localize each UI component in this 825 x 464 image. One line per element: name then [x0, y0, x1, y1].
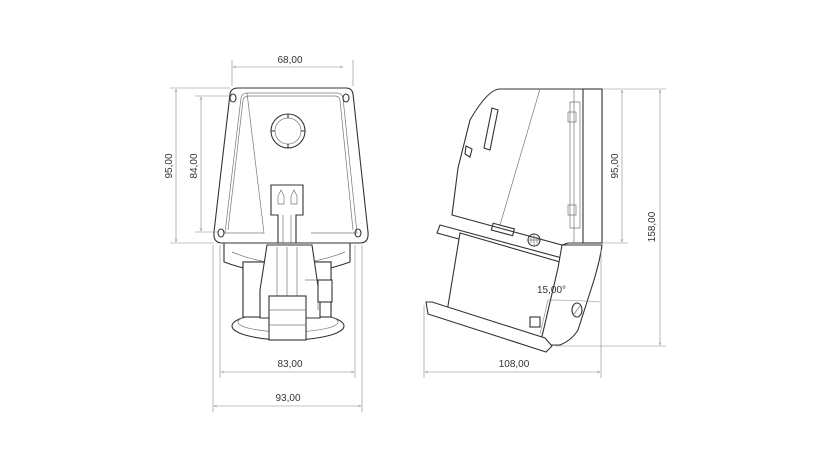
screw-hole-icon [342, 93, 350, 103]
screw-hole-icon [229, 93, 237, 103]
screw-icon [571, 302, 583, 318]
dim-overall-width: 93,00 [275, 393, 300, 404]
earth-symbol-icon [527, 233, 541, 247]
dim-overall-height: 95,00 [164, 153, 175, 178]
dim-top-width: 68,00 [277, 55, 302, 66]
dim-plate-height: 95,00 [610, 153, 621, 178]
side-housing [451, 88, 603, 246]
dim-overall-depth: 108,00 [499, 359, 530, 370]
front-dimensions: 68,00 95,00 84,00 83,00 93,00 [164, 55, 363, 412]
front-view: 68,00 95,00 84,00 83,00 93,00 [164, 55, 369, 412]
dim-overall-height: 158,00 [647, 211, 658, 242]
side-socket [425, 222, 603, 353]
hinge-clip [270, 184, 304, 244]
screw-hole-icon [354, 228, 362, 238]
screw-hole-icon [217, 228, 225, 238]
cable-entry-knockout [270, 113, 306, 149]
side-view: 95,00 158,00 108,00 15,00° [423, 88, 666, 378]
mounting-plate [213, 87, 369, 244]
socket-block [259, 244, 333, 341]
dim-inner-height: 84,00 [189, 153, 200, 178]
dim-body-width: 83,00 [277, 359, 302, 370]
side-dimensions: 95,00 158,00 108,00 15,00° [423, 88, 666, 378]
dim-tilt-angle: 15,00° [537, 285, 566, 296]
